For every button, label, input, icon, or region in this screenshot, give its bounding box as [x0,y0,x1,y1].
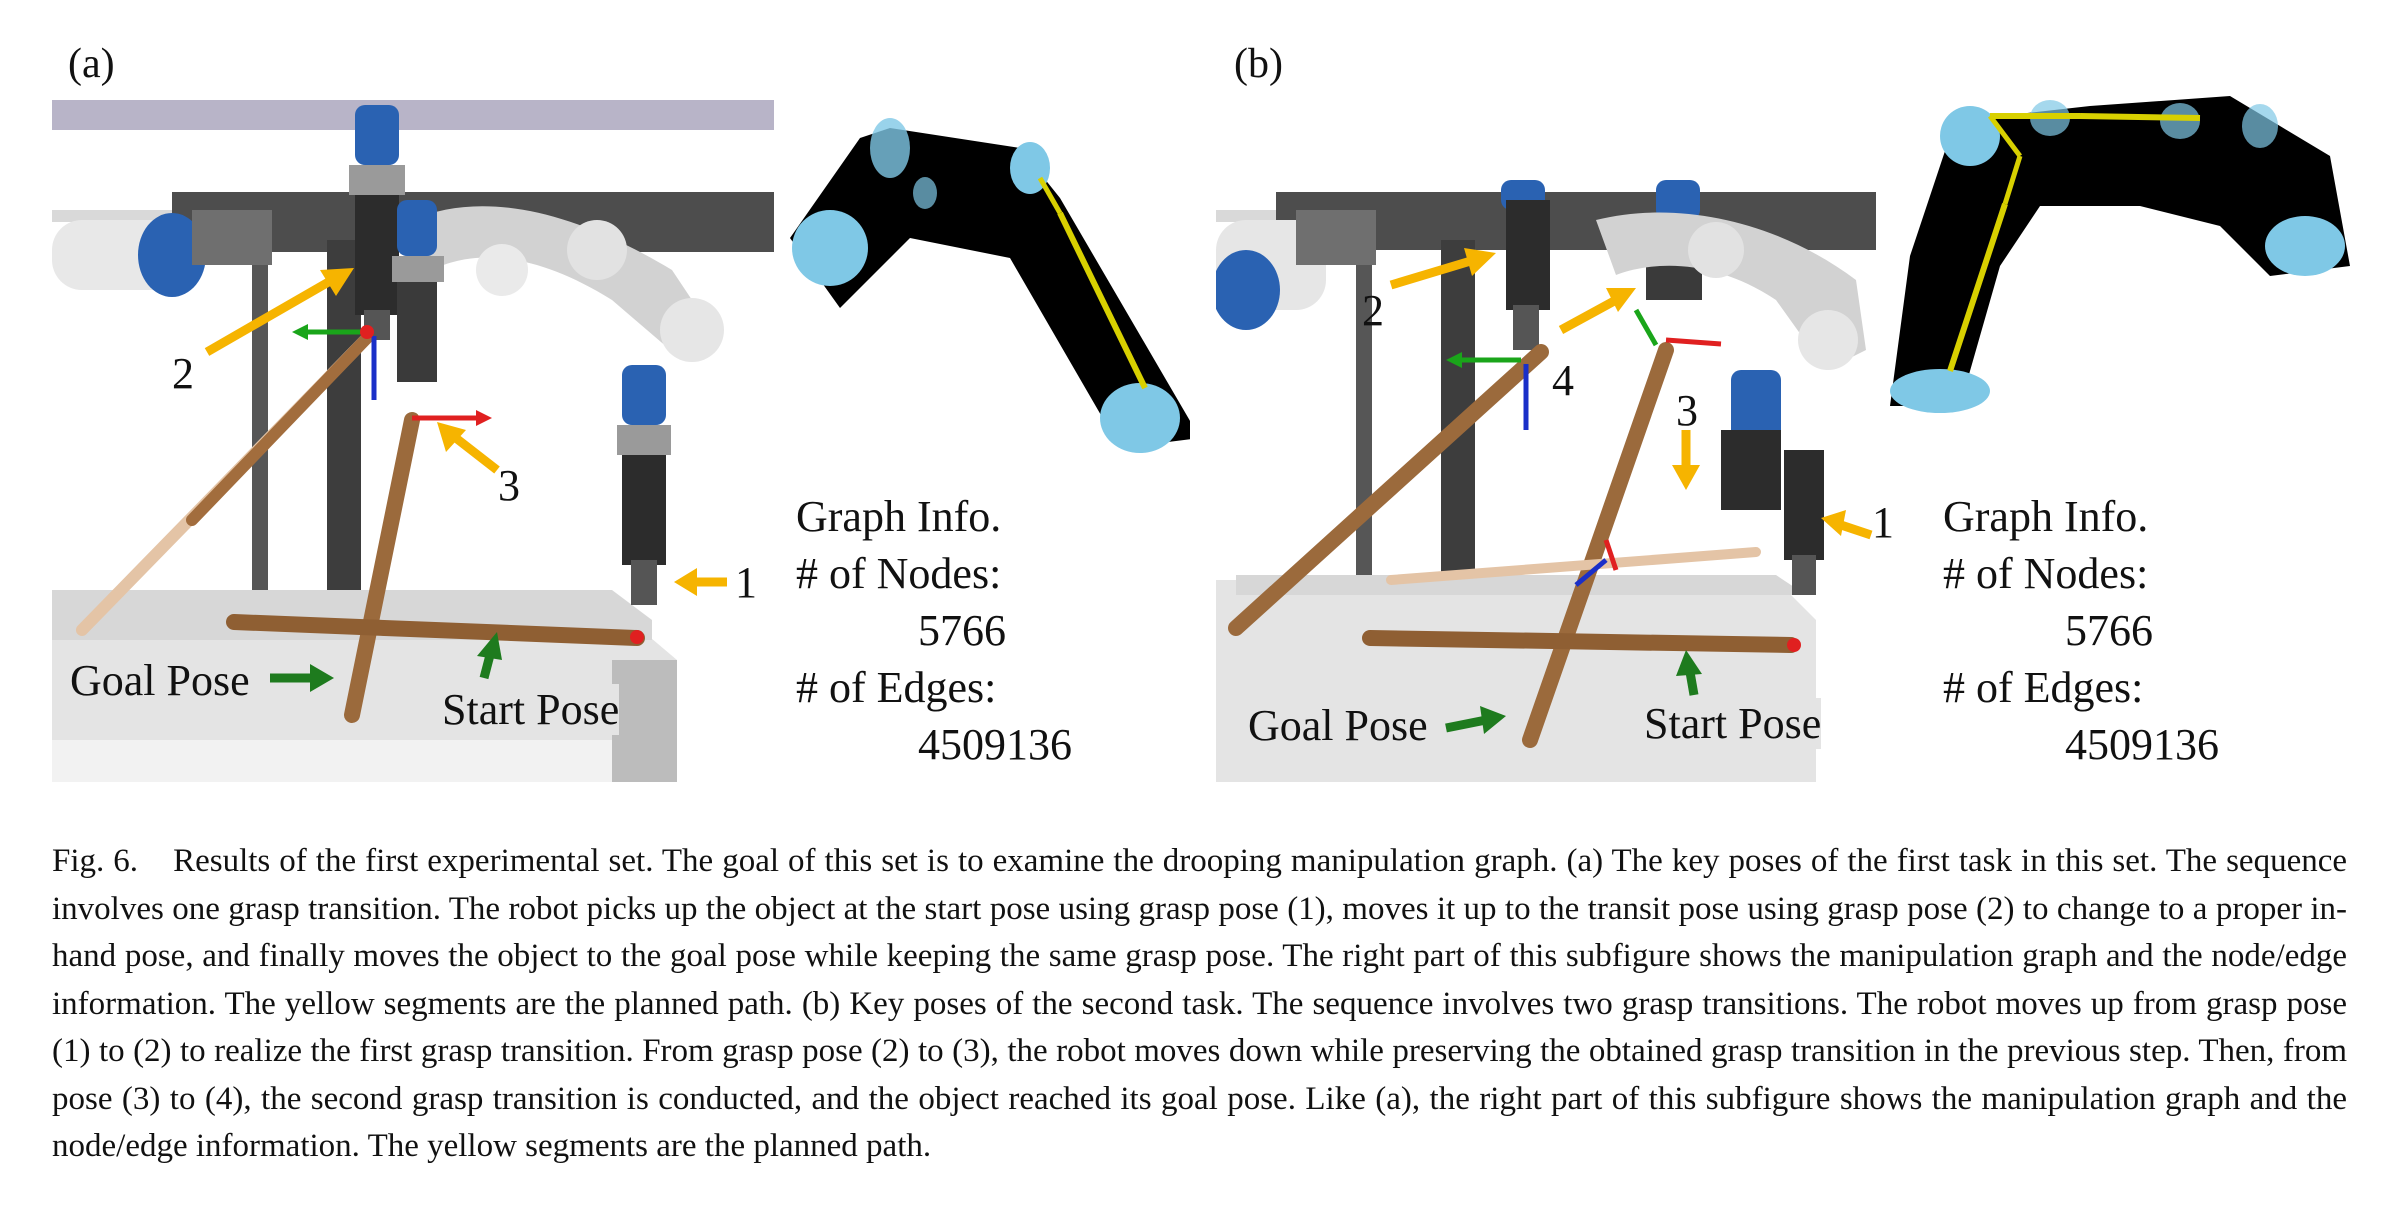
panel-a-arrow-label-1: 1 [735,558,757,607]
panel-b-graph-info-title: Graph Info. [1943,492,2149,541]
figure-caption-text: Results of the first experimental set. T… [52,843,2348,1164]
panel-b-edges-value: 4509136 [2065,720,2219,769]
panel-a-graph-info: Graph Info. # of Nodes: 5766 # of Edges:… [796,488,1072,773]
panel-b-arrow-label-3: 3 [1676,386,1698,435]
panel-b-graph-info: Graph Info. # of Nodes: 5766 # of Edges:… [1943,488,2219,773]
panel-b-edges-label: # of Edges: [1943,663,2144,712]
panel-a-arrow-label-3: 3 [498,461,520,510]
panel-a-edges-value: 4509136 [918,720,1072,769]
panel-a-label: (a) [68,41,115,87]
panel-a-arrow-label-2: 2 [172,349,194,398]
panel-b-nodes-label: # of Nodes: [1943,549,2149,598]
panel-b-label: (b) [1234,41,1283,87]
panel-a-graph-info-title: Graph Info. [796,492,1002,541]
panel-b-arrow-label-4: 4 [1552,356,1574,405]
panel-a-manipulation-graph [790,118,1190,453]
panel-b-start-pose-label: Start Pose [1644,698,1822,749]
panel-a-edges-label: # of Edges: [796,663,997,712]
panel-b-manipulation-graph [1890,96,2350,413]
panel-b-arrow-label-2: 2 [1362,286,1384,335]
figure-number: Fig. 6. [52,843,139,879]
panel-a-nodes-value: 5766 [918,606,1006,655]
panel-b-robot-scene [1216,180,1900,782]
panel-a-nodes-label: # of Nodes: [796,549,1002,598]
panel-a-start-pose-label: Start Pose [442,684,620,735]
panel-a-goal-pose-label: Goal Pose [70,655,250,706]
panel-b-goal-pose-label: Goal Pose [1248,700,1428,751]
panel-b-arrow-label-1: 1 [1872,498,1894,547]
figure-caption: Fig. 6. Results of the first experimenta… [52,838,2347,1171]
panel-b-nodes-value: 5766 [2065,606,2153,655]
